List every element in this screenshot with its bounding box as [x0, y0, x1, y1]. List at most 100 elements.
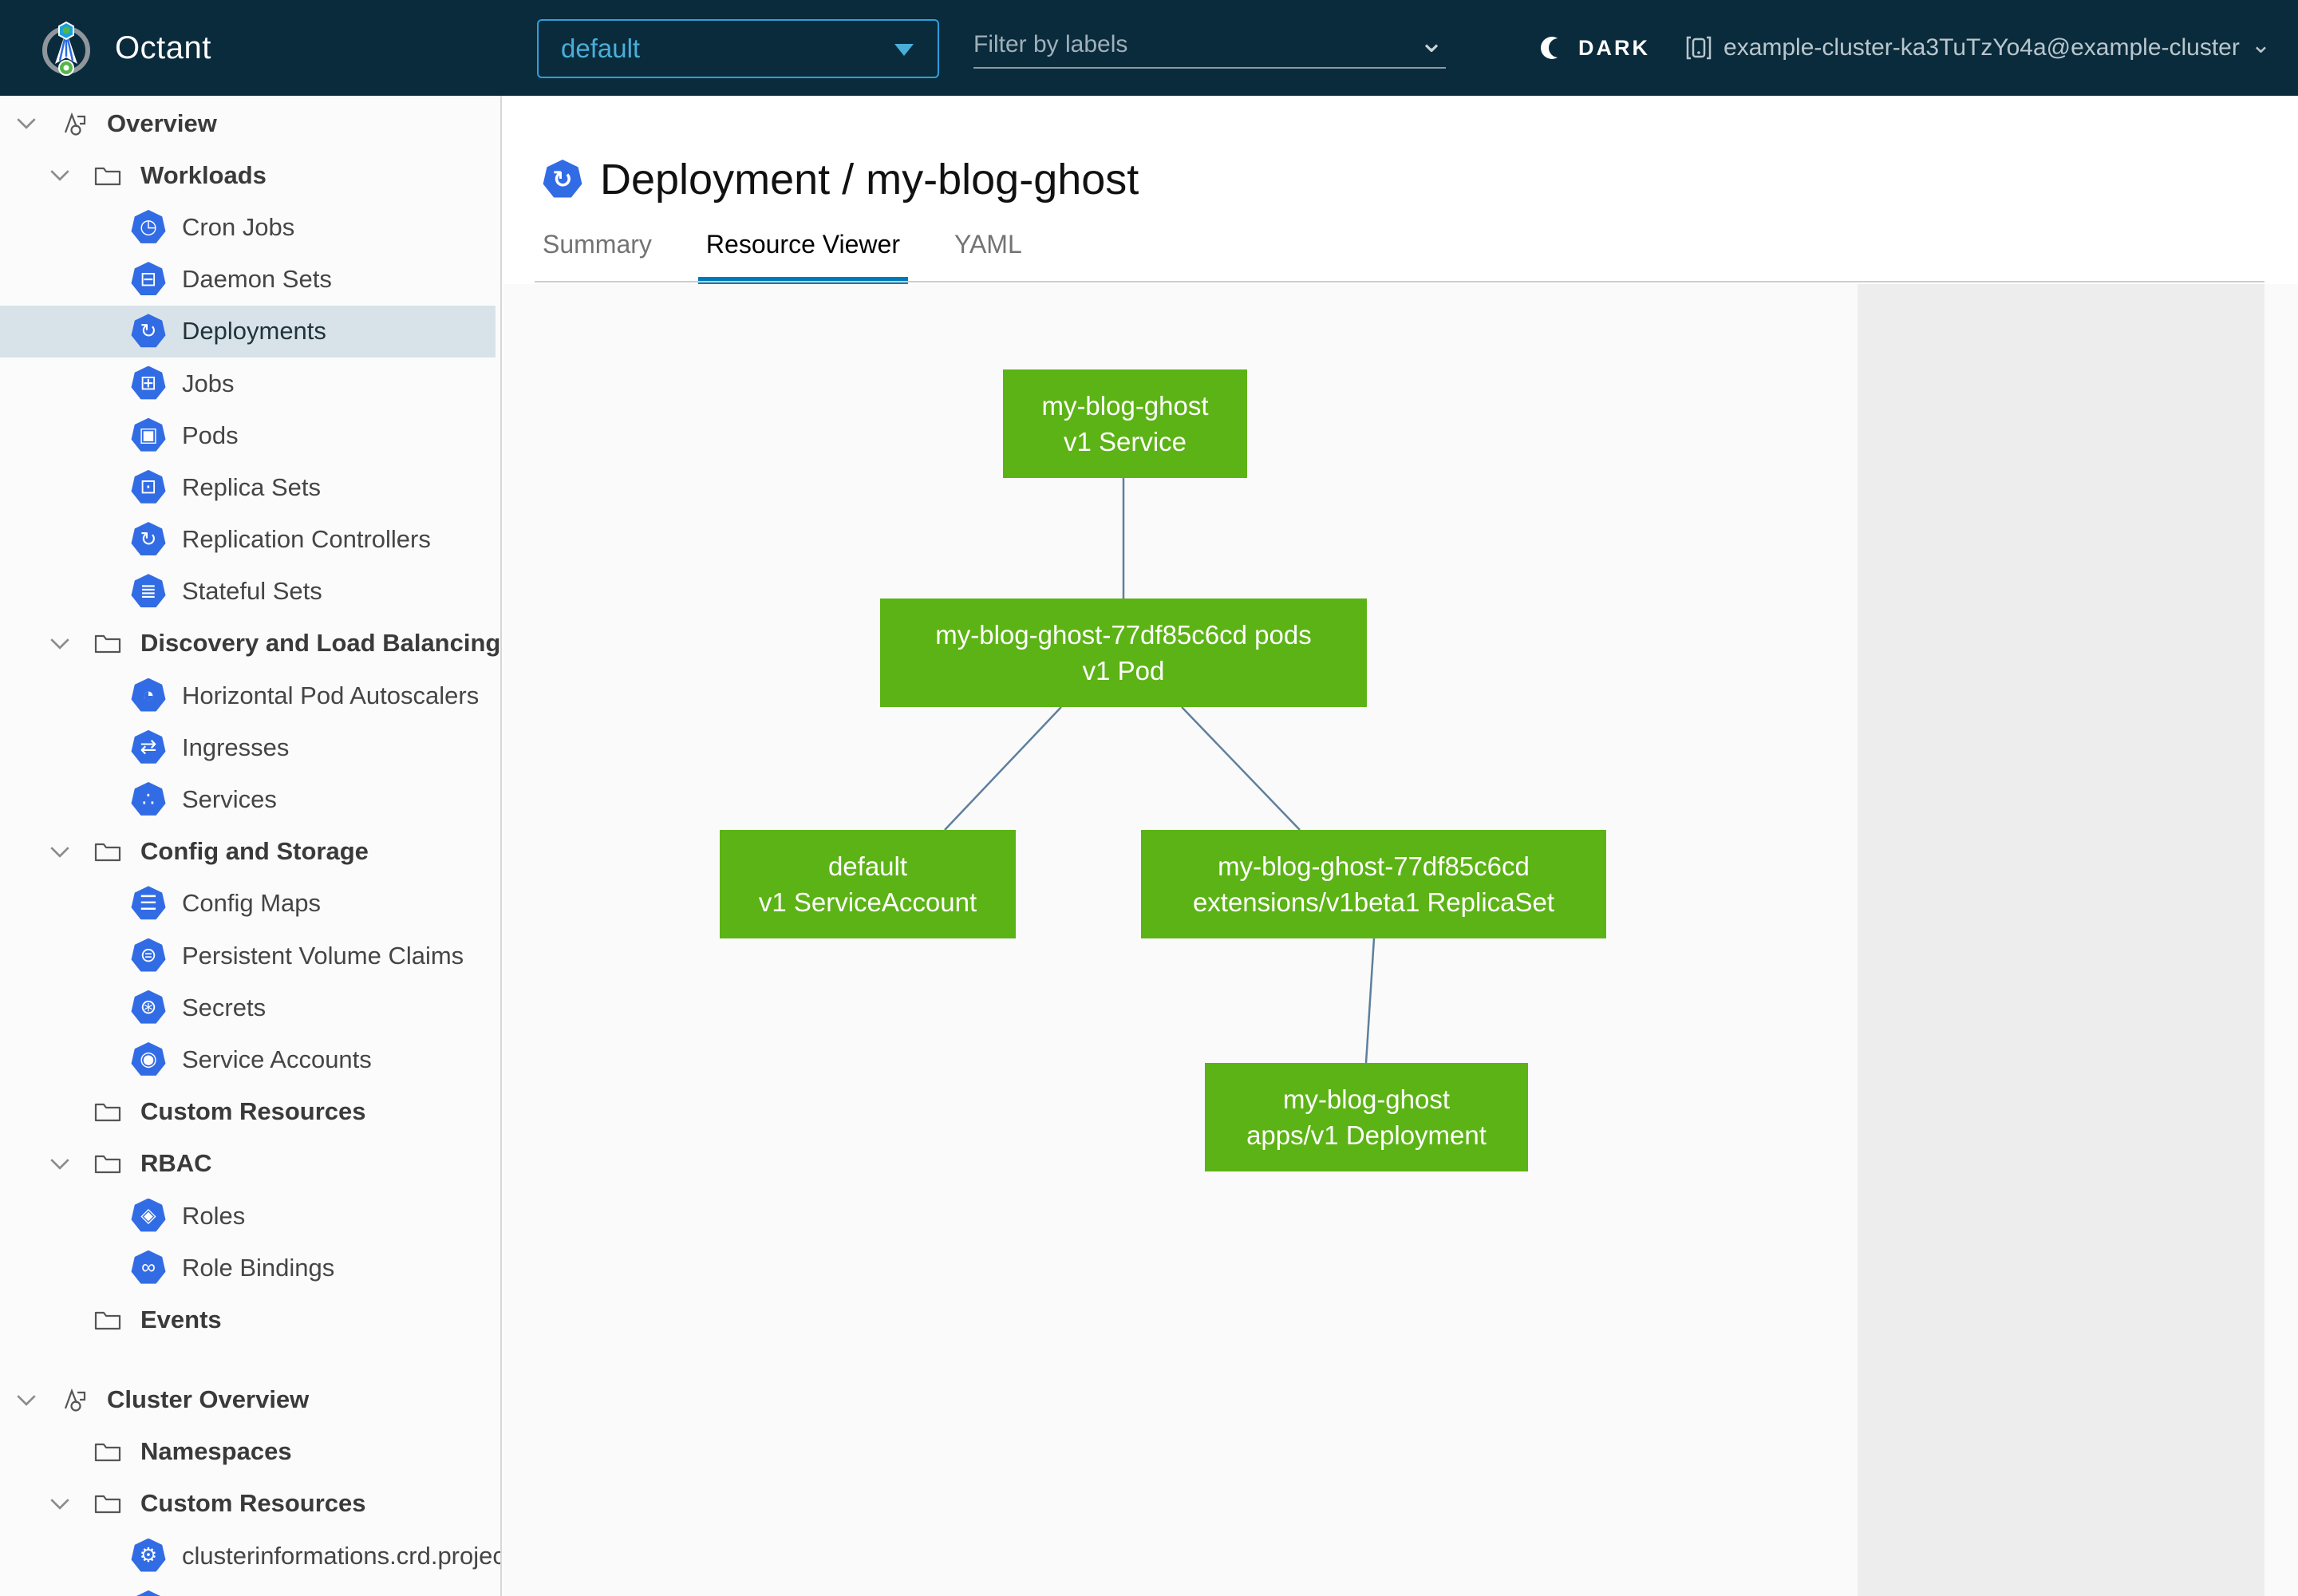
applications-icon	[61, 110, 88, 137]
resource-graph-edges	[944, 478, 1376, 1064]
sidebar-item-replica-sets[interactable]: ⊡ Replica Sets	[0, 461, 500, 513]
sidebar-item-label: Overview	[107, 109, 217, 137]
chevron-down-icon[interactable]	[49, 846, 73, 858]
service-accounts-icon: ◉	[131, 1041, 166, 1076]
sidebar-item-services[interactable]: ∴ Services	[0, 773, 500, 825]
folder-icon	[94, 1309, 121, 1331]
node-label-kind: v1 Pod	[1082, 656, 1165, 685]
sidebar-item-label: Workloads	[140, 160, 267, 189]
chevron-down-icon[interactable]	[16, 117, 40, 129]
sidebar-item-custom-resources[interactable]: Custom Resources	[0, 1086, 500, 1138]
sidebar-item-config-and-storage[interactable]: Config and Storage	[0, 826, 500, 878]
node-label-name: my-blog-ghost	[1282, 1084, 1451, 1114]
namespace-select[interactable]: default	[537, 19, 939, 78]
sidebar-item-label: Config and Storage	[140, 837, 369, 866]
sidebar-item-label: Replication Controllers	[182, 525, 431, 554]
sidebar-item-namespaces[interactable]: Namespaces	[0, 1426, 500, 1478]
node-deployment[interactable]: my-blog-ghost apps/v1 Deployment	[1205, 1063, 1528, 1171]
services-icon: ∴	[131, 782, 166, 816]
label-filter-input[interactable]	[973, 26, 1404, 64]
node-label-name: my-blog-ghost	[1041, 391, 1209, 421]
moon-icon	[1541, 37, 1567, 59]
pods-icon: ▣	[131, 417, 166, 452]
node-serviceaccount[interactable]: default v1 ServiceAccount	[720, 830, 1016, 938]
sidebar-item-deployments[interactable]: ↻ Deployments	[0, 305, 496, 358]
sidebar-item-replication-controllers[interactable]: ↻ Replication Controllers	[0, 514, 500, 566]
sidebar-item-label: Horizontal Pod Autoscalers	[182, 681, 480, 709]
sidebar-item-csidrivers[interactable]: ⚙ csidrivers.csi.storage.k8s.io	[0, 1582, 500, 1596]
sidebar-item-discovery-and-load-balancing[interactable]: Discovery and Load Balancing	[0, 618, 500, 670]
sidebar-item-events[interactable]: Events	[0, 1294, 500, 1345]
sidebar-item-service-accounts[interactable]: ◉ Service Accounts	[0, 1033, 500, 1085]
sidebar-item-config-maps[interactable]: ☰ Config Maps	[0, 878, 500, 930]
content-header	[503, 96, 2298, 284]
folder-icon	[94, 632, 121, 654]
daemon-sets-icon: ⊟	[131, 262, 166, 296]
node-label-kind: v1 ServiceAccount	[758, 887, 977, 917]
page-title: Deployment / my-blog-ghost	[600, 156, 1139, 203]
sidebar-item-persistent-volume-claims[interactable]: ⊜ Persistent Volume Claims	[0, 930, 500, 982]
resource-viewer-canvas: my-blog-ghost v1 Service my-blog-ghost-7…	[503, 284, 2298, 1596]
sidebar-item-label: Jobs	[182, 369, 235, 397]
label-filter-chevron-icon[interactable]: ⌄	[1419, 26, 1444, 59]
custom-resource-definition-icon: ⚙	[131, 1590, 166, 1596]
node-pod[interactable]: my-blog-ghost-77df85c6cd pods v1 Pod	[880, 598, 1367, 707]
node-service[interactable]: my-blog-ghost v1 Service	[1003, 369, 1247, 478]
sidebar-item-ingresses[interactable]: ⇄ Ingresses	[0, 721, 500, 773]
replica-sets-icon: ⊡	[131, 469, 166, 504]
config-maps-icon: ☰	[131, 886, 166, 920]
sidebar-item-workloads[interactable]: Workloads	[0, 149, 500, 201]
folder-icon	[94, 840, 121, 863]
sidebar-item-custom-resources-cluster[interactable]: Custom Resources	[0, 1478, 500, 1530]
sidebar-item-cluster-overview[interactable]: Cluster Overview	[0, 1374, 500, 1426]
sidebar-item-rbac[interactable]: RBAC	[0, 1138, 500, 1190]
theme-toggle-button[interactable]: DARK	[1538, 0, 1650, 96]
cluster-switcher[interactable]: example-cluster-ka3TuTzYo4a@example-clus…	[1685, 0, 2271, 96]
sidebar-item-stateful-sets[interactable]: ≣ Stateful Sets	[0, 566, 500, 618]
octant-logo-icon	[42, 21, 90, 76]
chevron-down-icon[interactable]	[16, 1394, 40, 1406]
sidebar-item-pods[interactable]: ▣ Pods	[0, 409, 500, 461]
sidebar-item-label: Cron Jobs	[182, 212, 295, 241]
sidebar-item-label: Custom Resources	[140, 1489, 366, 1518]
persistent-volume-claims-icon: ⊜	[131, 938, 166, 972]
stateful-sets-icon: ≣	[131, 574, 166, 608]
node-label-kind: v1 Service	[1063, 427, 1187, 456]
roles-icon: ◈	[131, 1198, 166, 1232]
custom-resource-definition-icon: ⚙	[131, 1538, 166, 1572]
sidebar-item-label: RBAC	[140, 1149, 212, 1178]
sidebar-item-label: Secrets	[182, 993, 267, 1021]
chevron-down-icon[interactable]	[49, 638, 73, 650]
cluster-switcher-chevron-icon: ⌄	[2250, 31, 2271, 58]
sidebar-item-clusterinformations[interactable]: ⚙ clusterinformations.crd.projec	[0, 1530, 500, 1582]
node-replicaset[interactable]: my-blog-ghost-77df85c6cd extensions/v1be…	[1141, 830, 1606, 938]
chevron-down-icon[interactable]	[49, 169, 73, 182]
chevron-down-icon[interactable]	[49, 1158, 73, 1170]
folder-icon	[94, 1492, 121, 1515]
sidebar-item-label: Daemon Sets	[182, 265, 332, 294]
deployment-icon: ↻	[543, 160, 582, 198]
sidebar-item-label: Services	[182, 785, 277, 814]
applications-icon	[61, 1386, 88, 1413]
tab-summary[interactable]: Summary	[543, 230, 652, 259]
chevron-down-icon[interactable]	[49, 1498, 73, 1510]
sidebar-item-overview[interactable]: Overview	[0, 97, 500, 149]
sidebar-item-role-bindings[interactable]: ∞ Role Bindings	[0, 1242, 500, 1294]
tab-yaml[interactable]: YAML	[954, 230, 1022, 259]
sidebar-item-jobs[interactable]: ⊞ Jobs	[0, 358, 500, 409]
tab-separator	[535, 281, 2264, 282]
jobs-icon: ⊞	[131, 365, 166, 400]
sidebar-item-horizontal-pod-autoscalers[interactable]: ◔ Horizontal Pod Autoscalers	[0, 670, 500, 721]
app-header: Octant default ⌄ DARK example-cluster-ka…	[0, 0, 2298, 96]
sidebar-item-label: Events	[140, 1305, 222, 1333]
sidebar-item-roles[interactable]: ◈ Roles	[0, 1190, 500, 1242]
sidebar-item-daemon-sets[interactable]: ⊟ Daemon Sets	[0, 254, 500, 306]
sidebar-item-label: Discovery and Load Balancing	[140, 629, 501, 658]
sidebar-item-secrets[interactable]: ⊛ Secrets	[0, 982, 500, 1033]
tab-resource-viewer[interactable]: Resource Viewer	[697, 230, 909, 284]
sidebar-nav-list: Overview Workloads ◷ Cron Jobs ⊟ Daemon …	[0, 96, 500, 1596]
node-label-name: my-blog-ghost-77df85c6cd pods	[935, 620, 1312, 650]
folder-icon	[94, 1100, 121, 1123]
sidebar-item-cron-jobs[interactable]: ◷ Cron Jobs	[0, 201, 500, 253]
